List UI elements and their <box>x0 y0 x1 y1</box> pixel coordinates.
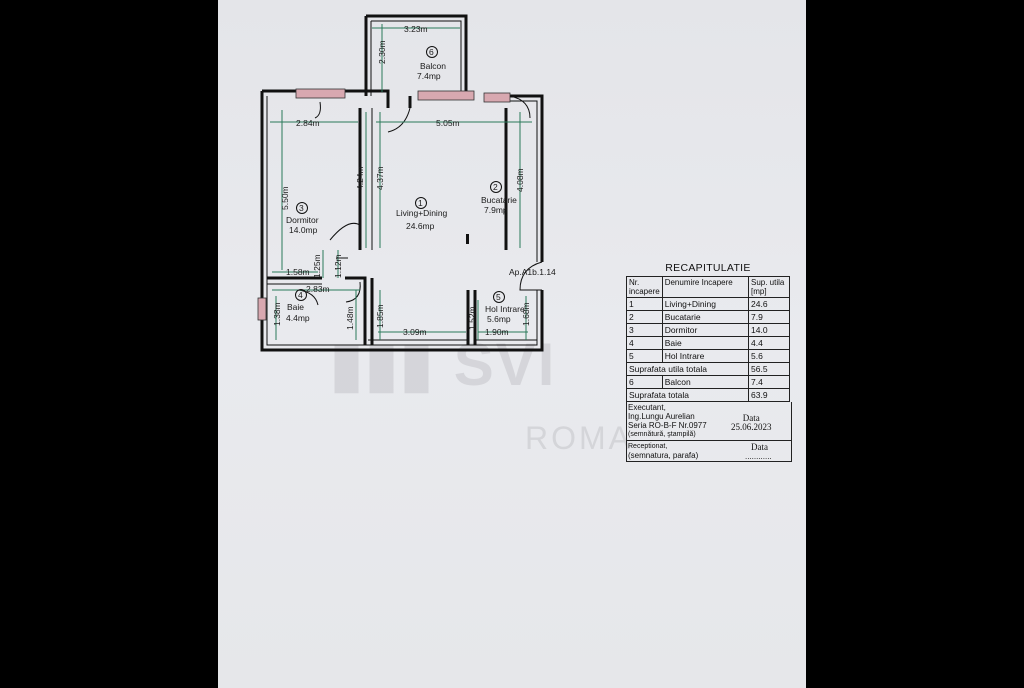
room-number: 1 <box>418 198 423 208</box>
dim-437: 4.37m <box>375 166 385 190</box>
recap-table: RECAPITULATIE Nr. incapere Denumire Inca… <box>626 262 792 462</box>
watermark-logo: ▮▮▮ SVI <box>330 331 557 398</box>
room-number: 6 <box>429 47 434 57</box>
room-number: 3 <box>299 203 304 213</box>
table-header-row: Nr. incapere Denumire Incapere Sup. util… <box>626 276 790 298</box>
balcony-outline <box>364 14 468 96</box>
outer-walls <box>260 89 544 352</box>
dim-125: 1.25m <box>312 254 322 278</box>
table-row: 1 Living+Dining 24.6 <box>626 297 790 311</box>
room-area: 7.9mp <box>484 205 508 215</box>
room-baie: 4 Baie 4.4mp <box>286 289 310 323</box>
recap-grid: Nr. incapere Denumire Incapere Sup. util… <box>626 276 790 402</box>
util-total-row: Suprafata utila totala 56.5 <box>626 362 790 376</box>
header-sup: Sup. utila [mp] <box>748 276 790 298</box>
room-dormitor: 3 Dormitor 14.0mp <box>286 202 319 235</box>
room-living: 1 Living+Dining 24.6mp <box>396 197 448 231</box>
room-number: 4 <box>298 290 303 300</box>
dim-148: 1.48m <box>345 306 355 330</box>
apartment-label: Ap.A1b.1.14 <box>509 267 556 277</box>
dim-283: 2.83m <box>306 284 330 294</box>
room-name: Balcon <box>420 61 446 71</box>
room-area: 7.4mp <box>417 71 441 81</box>
dim-living-width: 5.05m <box>436 118 460 128</box>
executant-block: Executant, Ing.Lungu Aurelian Seria RO-B… <box>626 402 792 441</box>
column-marker <box>466 234 469 244</box>
room-hol: 5 Hol Intrare 5.6mp <box>485 291 525 324</box>
table-row: 4 Baie 4.4 <box>626 336 790 350</box>
receptionat-block: Receptionat, (semnatura, parafa) Data ..… <box>626 441 792 462</box>
room-number: 5 <box>496 292 501 302</box>
room-bucatarie: 2 Bucatarie 7.9mp <box>481 181 517 215</box>
dimension-lines <box>270 24 532 340</box>
dim-balcon-height: 2.30m <box>377 40 387 64</box>
window-dormitor <box>295 88 346 99</box>
room-name: Dormitor <box>286 215 319 225</box>
window-bucatarie <box>483 92 511 103</box>
watermark-text: ROMA <box>525 420 633 456</box>
table-row: 5 Hol Intrare 5.6 <box>626 349 790 363</box>
dim-309: 3.09m <box>403 327 427 337</box>
room-balcon: 6 Balcon 7.4mp <box>417 46 446 81</box>
dim-152: 1.52m <box>467 306 477 330</box>
dim-168: 1.68m <box>521 302 531 326</box>
dim-190: 1.90m <box>485 327 509 337</box>
room-name: Hol Intrare <box>485 304 525 314</box>
table-row: 2 Bucatarie 7.9 <box>626 310 790 324</box>
dim-dormitor-width: 2.84m <box>296 118 320 128</box>
room-area: 24.6mp <box>406 221 435 231</box>
table-row: 3 Dormitor 14.0 <box>626 323 790 337</box>
dim-112: 1.12m <box>333 254 343 278</box>
dim-185: 1.85m <box>375 304 385 328</box>
room-area: 14.0mp <box>289 225 318 235</box>
dim-424: 4.24m <box>355 166 365 190</box>
executant-date: Data 25.06.2023 <box>731 413 772 432</box>
header-denumire: Denumire Incapere <box>661 276 750 298</box>
room-number: 2 <box>493 182 498 192</box>
table-row: 6 Balcon 7.4 <box>626 375 790 389</box>
room-area: 4.4mp <box>286 313 310 323</box>
recap-title: RECAPITULATIE <box>665 262 751 274</box>
dim-bucatarie-height: 4.08m <box>515 168 525 192</box>
room-name: Baie <box>287 302 304 312</box>
window-living <box>417 90 475 101</box>
dim-balcon-width: 3.23m <box>404 24 428 34</box>
room-name: Bucatarie <box>481 195 517 205</box>
room-area: 5.6mp <box>487 314 511 324</box>
window-baie <box>257 297 267 321</box>
interior-walls <box>267 108 537 345</box>
header-nr: Nr. incapere <box>626 276 663 298</box>
total-row: Suprafata totala 63.9 <box>626 388 790 402</box>
dim-dormitor-height: 5.50m <box>280 186 290 210</box>
dim-158: 1.58m <box>286 267 310 277</box>
dim-138: 1.38m <box>272 302 282 326</box>
room-name: Living+Dining <box>396 208 448 218</box>
